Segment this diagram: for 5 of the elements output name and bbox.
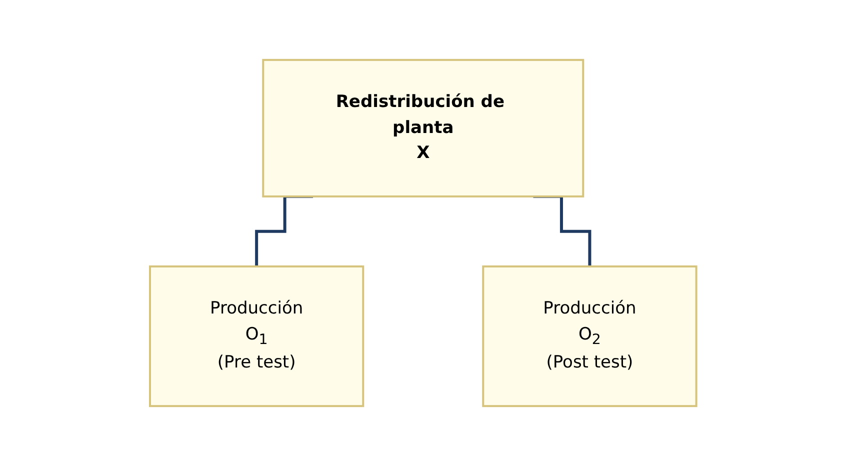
node-box: Producción O$_{1}$ (Pre test) (148, 265, 364, 408)
node-box: Redistribución de planta X (262, 58, 584, 198)
connector (533, 194, 592, 268)
connector (254, 194, 313, 268)
node-box: Producción O$_{2}$ (Post test) (482, 265, 698, 408)
